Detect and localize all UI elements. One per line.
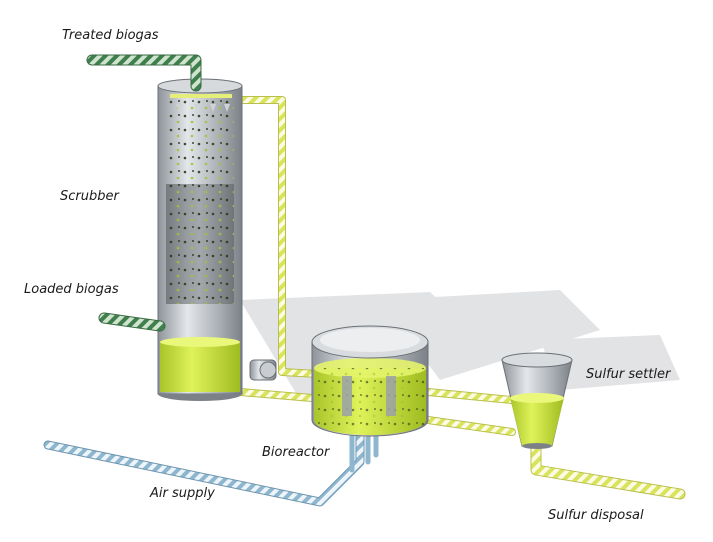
floor-shadows (240, 290, 680, 400)
scrubber-to-bioreactor-pipe (236, 388, 516, 436)
bioreactor-label: Bioreactor (262, 445, 330, 460)
treated-biogas-pipe (86, 54, 202, 92)
bioreactor-tank (311, 325, 429, 437)
scrubber-column (157, 78, 243, 401)
pump (249, 359, 277, 381)
scrubber-label: Scrubber (60, 189, 119, 204)
sulfur-settler-label: Sulfur settler (586, 367, 671, 382)
sulfur-disposal-pipe (530, 442, 686, 500)
sulfur-settler-cone (501, 352, 573, 449)
loaded-biogas-label: Loaded biogas (24, 282, 119, 297)
air-supply-pipe (43, 425, 379, 507)
loaded-biogas-pipe (98, 312, 166, 332)
air-supply-label: Air supply (150, 486, 215, 501)
sulfur-disposal-label: Sulfur disposal (548, 508, 644, 523)
recirculation-pipe (232, 96, 322, 378)
treated-biogas-label: Treated biogas (62, 28, 159, 43)
